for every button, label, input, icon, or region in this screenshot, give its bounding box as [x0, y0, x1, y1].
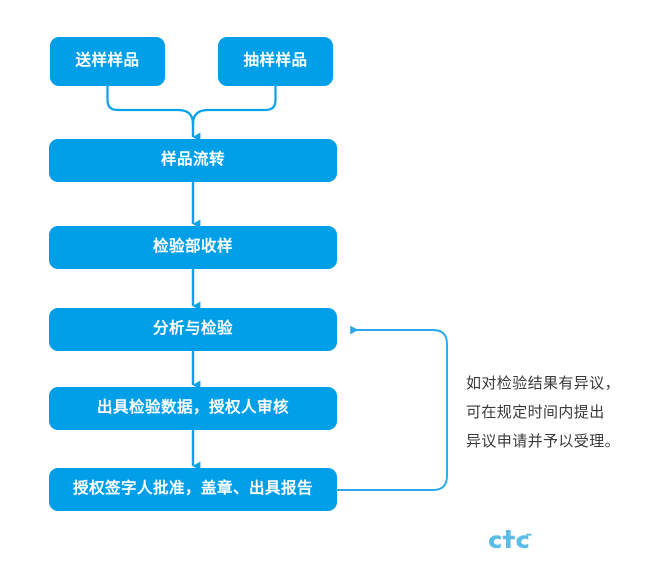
node-sample-transfer[interactable]: 样品流转	[49, 139, 337, 182]
objection-annotation-text: 如对检验结果有异议， 可在规定时间内提出 异议申请并予以受理。	[466, 375, 621, 450]
connector-feedback-loop	[337, 325, 448, 491]
node-submit-sample[interactable]: 送样样品	[50, 37, 165, 86]
connector-top-merge	[106, 86, 277, 142]
node-analysis-inspection[interactable]: 分析与检验	[49, 308, 337, 351]
node-issue-data-review[interactable]: 出具检验数据，授权人审核	[49, 387, 337, 430]
node-inspection-receive[interactable]: 检验部收样	[49, 226, 337, 269]
node-authorized-signature-report[interactable]: 授权签字人批准，盖章、出具报告	[49, 468, 337, 511]
node-sampling-sample[interactable]: 抽样样品	[218, 37, 333, 86]
ctc-logo	[489, 530, 532, 549]
